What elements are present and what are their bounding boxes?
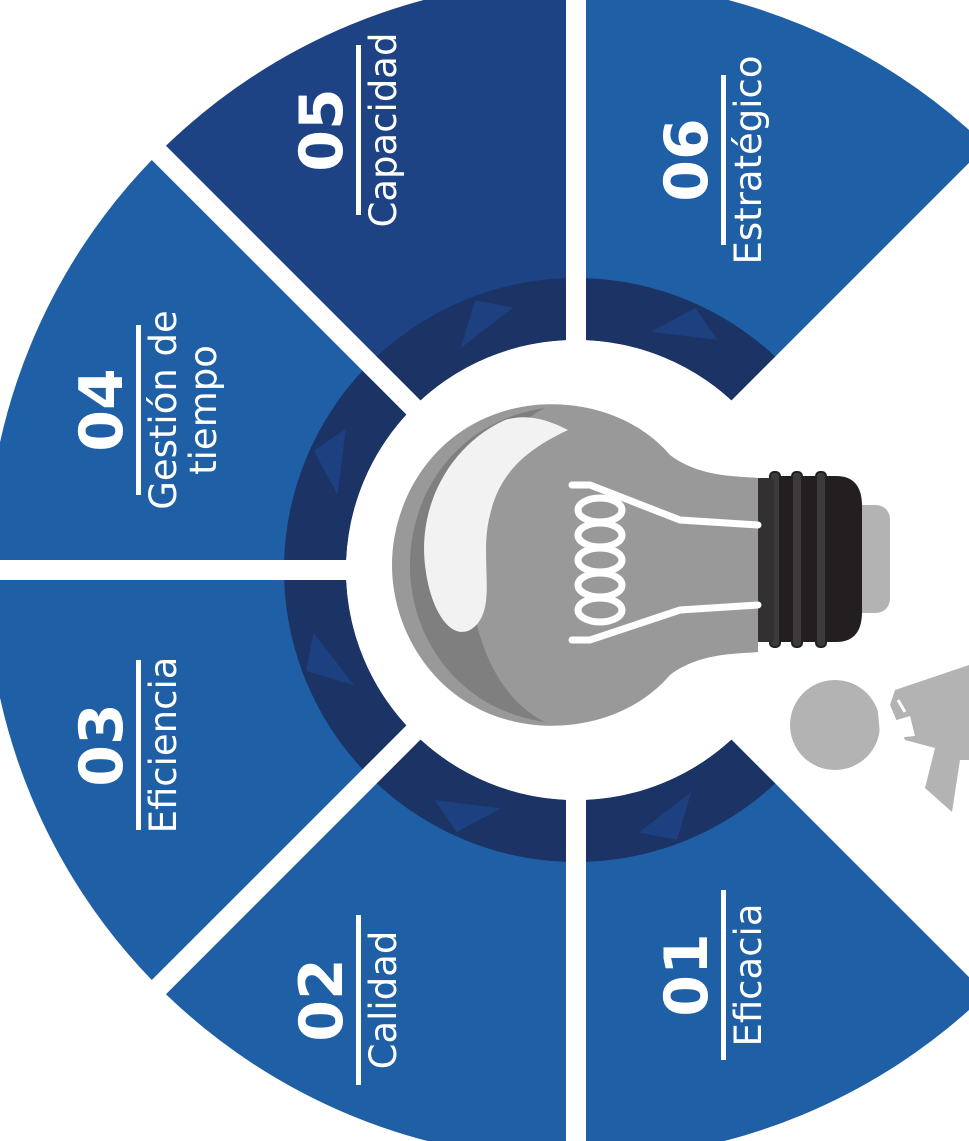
person-icon xyxy=(790,665,969,812)
arrow-icon xyxy=(313,428,346,495)
arrow-icon xyxy=(460,300,513,349)
segment-02-label: Calidad xyxy=(362,931,405,1070)
segment-05-shape xyxy=(165,0,567,358)
segment-03-label: Eficiencia xyxy=(142,657,185,834)
ring-band-02 xyxy=(376,739,567,862)
arrow-icon xyxy=(434,800,501,833)
segment-01-number: 01 xyxy=(652,933,722,1017)
segment-02-divider xyxy=(356,915,361,1085)
segment-04-divider xyxy=(136,325,141,495)
segment-04-number: 04 xyxy=(67,368,137,452)
segment-03-divider xyxy=(136,660,141,830)
segment-06-number: 06 xyxy=(652,118,722,202)
segment-05-number: 05 xyxy=(287,88,357,172)
segment-02-shape xyxy=(165,782,567,1141)
segment-01-label: Eficacia xyxy=(727,904,770,1047)
segment-06-divider xyxy=(721,75,726,245)
segment-04-shape xyxy=(0,159,364,561)
segment-06-label: Estratégico xyxy=(727,55,770,264)
segment-06-shape xyxy=(585,0,969,358)
segment-05-label: Capacidad xyxy=(362,33,405,228)
segment-03-number: 03 xyxy=(67,703,137,787)
ring-band-06 xyxy=(585,278,776,401)
arrow-icon xyxy=(651,307,718,340)
segment-01-divider xyxy=(721,890,726,1060)
segment-04-label: Gestión de xyxy=(142,310,185,510)
segment-05-divider xyxy=(356,45,361,215)
arrow-icon xyxy=(639,791,692,840)
ring-band-04 xyxy=(284,370,407,561)
arrow-icon xyxy=(306,633,355,686)
lightbulb-icon xyxy=(392,404,890,726)
segment-02-number: 02 xyxy=(287,958,357,1042)
segment-03-shape xyxy=(0,579,364,981)
segment-01-shape xyxy=(585,782,969,1141)
segment-04-label: tiempo xyxy=(182,345,225,475)
